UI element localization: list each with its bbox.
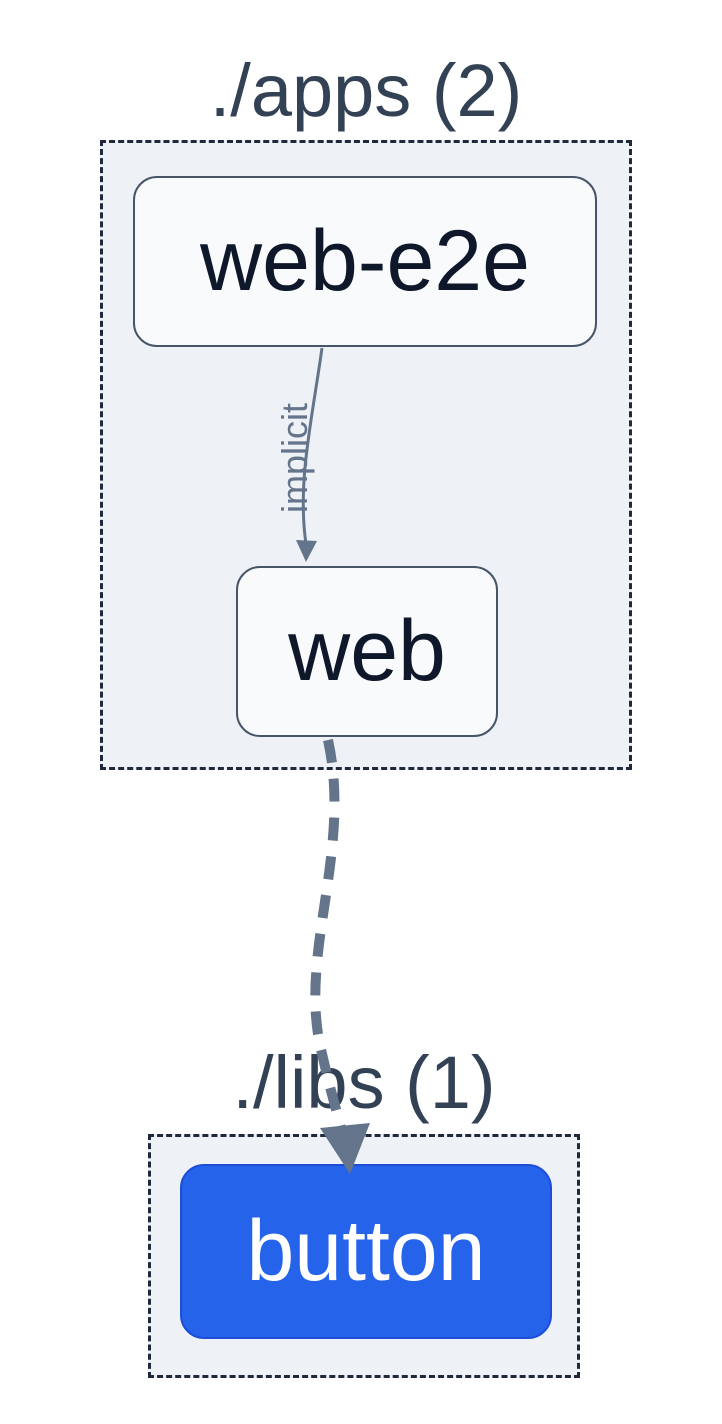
node-web[interactable]: web: [236, 566, 498, 737]
node-web-e2e[interactable]: web-e2e: [133, 176, 597, 347]
edge-label-implicit: implicit: [274, 403, 315, 514]
node-button-label: button: [246, 1203, 486, 1299]
node-web-label: web: [288, 603, 446, 699]
cluster-libs-label: ./libs (1): [232, 1041, 496, 1124]
node-web-e2e-label: web-e2e: [200, 213, 530, 309]
cluster-apps-label: ./apps (2): [209, 49, 523, 132]
node-button[interactable]: button: [180, 1164, 552, 1339]
